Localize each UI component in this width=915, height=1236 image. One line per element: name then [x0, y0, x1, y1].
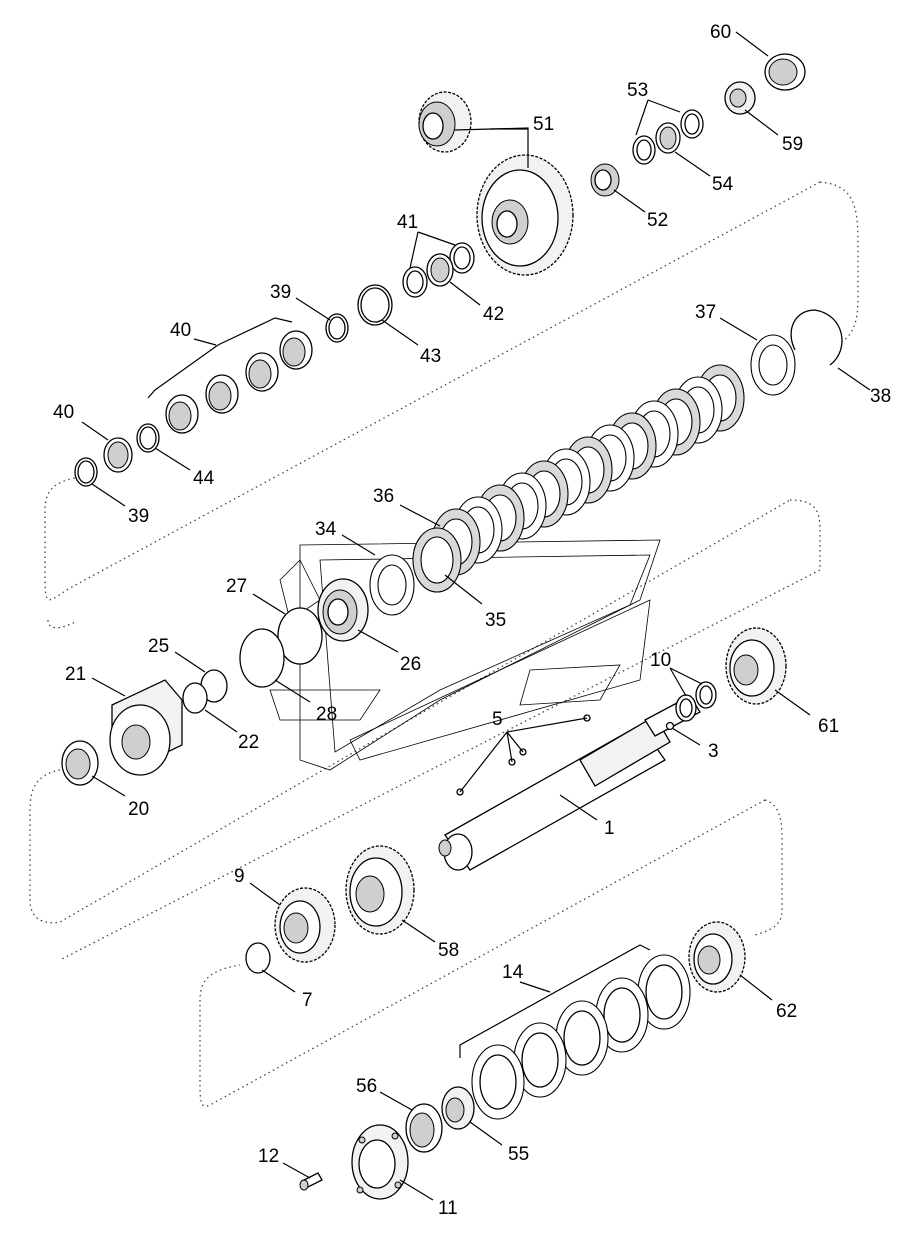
callout-22: 22 [238, 732, 259, 753]
callout-21: 21 [65, 664, 86, 685]
callout-52: 52 [647, 210, 668, 231]
callout-35: 35 [485, 610, 506, 631]
callout-40-lower: 40 [53, 402, 74, 423]
part-21-clutch-hub [109, 679, 183, 776]
part-43-snap-ring [357, 284, 393, 326]
callout-37: 37 [695, 302, 716, 323]
callout-62: 62 [776, 1001, 797, 1022]
part-28-seal [239, 628, 285, 688]
callout-55: 55 [508, 1144, 529, 1165]
callout-39-upper: 39 [270, 282, 291, 303]
part-26-piston [317, 578, 369, 642]
part-22-ring [182, 682, 208, 714]
callout-53: 53 [627, 80, 648, 101]
part-58-gear [345, 845, 415, 935]
part-52-needle-bearing [590, 163, 620, 197]
part-27-seal [277, 607, 323, 665]
part-7-snap-ring [245, 942, 271, 974]
part-39-ring-upper [325, 313, 349, 343]
part-44-ring [136, 423, 160, 453]
callout-11: 11 [438, 1198, 458, 1219]
callout-38: 38 [870, 386, 891, 407]
callout-labels: 60 59 53 54 52 51 41 42 43 39 40 40 44 3… [53, 22, 891, 1219]
part-53-54-washers [632, 109, 704, 165]
callout-43: 43 [420, 346, 441, 367]
part-11-cover [351, 1124, 409, 1200]
part-41-42-washers [402, 242, 475, 298]
callout-41: 41 [397, 212, 418, 233]
part-40-ring-set [165, 330, 313, 434]
part-40-ring-lower [103, 437, 133, 473]
part-35-pressure-plate [412, 527, 462, 593]
part-3-ball [665, 721, 675, 731]
part-55-bearing-cone [441, 1086, 475, 1130]
leader-lines [81, 31, 871, 1201]
callout-34: 34 [315, 519, 337, 540]
callout-59: 59 [782, 134, 803, 155]
part-59-bearing-cone [724, 81, 756, 115]
part-36-clutch-plate-stack [431, 364, 745, 576]
part-14-shims [471, 954, 691, 1120]
part-10-rings [675, 681, 717, 722]
part-56-bearing-cup [405, 1103, 443, 1153]
callout-7: 7 [302, 990, 313, 1011]
part-1-main-shaft [438, 695, 701, 871]
callout-54: 54 [712, 174, 734, 195]
callout-5: 5 [492, 709, 503, 730]
part-34-plate [369, 554, 415, 616]
callout-12: 12 [258, 1146, 279, 1167]
part-62-gear [688, 921, 746, 993]
part-61-gear [725, 627, 787, 705]
callout-14: 14 [502, 962, 524, 983]
callout-28: 28 [316, 704, 337, 725]
callout-1: 1 [604, 818, 615, 839]
callout-39-lower: 39 [128, 506, 149, 527]
part-38-snap-ring [790, 309, 843, 366]
part-60-bearing-cup [764, 53, 806, 91]
callout-44: 44 [193, 468, 215, 489]
part-37-end-plate [750, 334, 796, 396]
callout-51: 51 [533, 114, 554, 135]
callout-42: 42 [483, 304, 504, 325]
callout-60: 60 [710, 22, 731, 43]
callout-56: 56 [356, 1076, 377, 1097]
callout-27: 27 [226, 576, 247, 597]
part-12-bolt [299, 1172, 323, 1191]
callout-36: 36 [373, 486, 394, 507]
housing-outline [269, 539, 661, 771]
callout-25: 25 [148, 636, 169, 657]
part-51-upper-gear [418, 91, 472, 153]
part-51-lower-gear [476, 154, 574, 276]
part-9-gear [274, 887, 336, 963]
callout-3: 3 [708, 741, 719, 762]
part-39-ring-lower [74, 457, 98, 487]
callout-20: 20 [128, 799, 149, 820]
callout-61: 61 [818, 716, 839, 737]
callout-40-upper: 40 [170, 320, 191, 341]
callout-10: 10 [650, 650, 671, 671]
callout-9: 9 [234, 866, 245, 887]
part-20-thrust-washer [61, 740, 99, 786]
assembly-dotted-paths [29, 181, 859, 1107]
callout-26: 26 [400, 654, 421, 675]
callout-58: 58 [438, 940, 459, 961]
